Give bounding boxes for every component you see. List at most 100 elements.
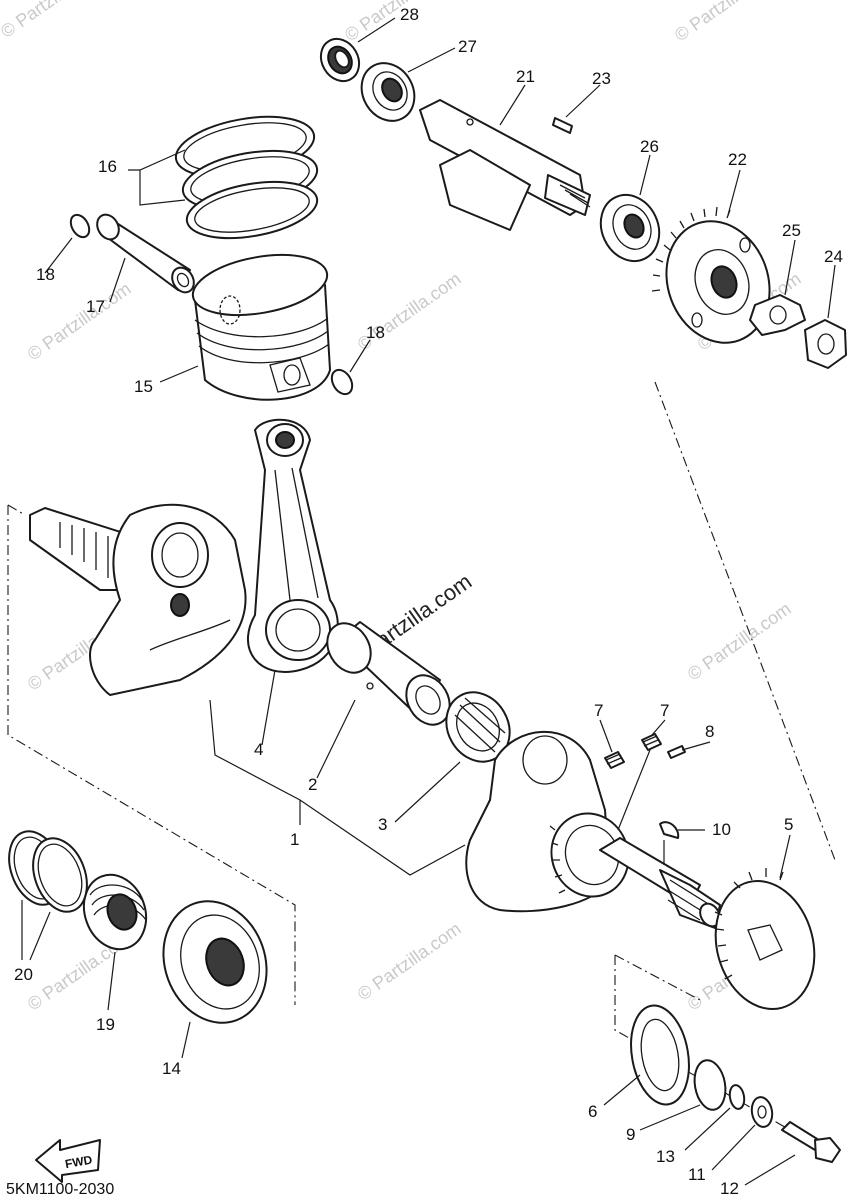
callout-5: 5	[784, 815, 793, 834]
leader-lines	[21, 17, 836, 1186]
direction-label: FWD	[64, 1153, 94, 1172]
callout-3: 3	[378, 815, 387, 834]
leader	[727, 169, 741, 216]
leader	[109, 257, 126, 303]
callout-18-b: 18	[366, 323, 385, 342]
callout-23: 23	[592, 69, 611, 88]
diagram-code: 5KM1100-2030	[6, 1181, 114, 1198]
leader	[128, 149, 186, 206]
piston-ring-set-16	[174, 115, 319, 240]
watermark: © Partzilla.com	[24, 278, 135, 364]
circlip-18	[69, 213, 91, 239]
key-23	[552, 117, 573, 134]
leader	[499, 84, 526, 126]
watermark: © Partzilla.com	[684, 598, 795, 684]
assembly-outlines	[7, 381, 836, 1131]
callout-4: 4	[254, 740, 263, 759]
leader	[663, 829, 705, 865]
pin-8	[667, 745, 686, 759]
washer-11	[750, 1096, 774, 1128]
leader	[316, 699, 356, 779]
callout-21: 21	[516, 67, 535, 86]
leader	[639, 154, 651, 196]
o-rings-20	[8, 830, 88, 913]
callout-7-b: 7	[660, 701, 669, 720]
needle-bearing-3	[445, 691, 511, 763]
leader	[744, 1154, 796, 1186]
leader	[599, 719, 613, 753]
callout-labels: 28 27 21 23 26 22 25 24 16 18 17 18 15 4…	[14, 5, 843, 1198]
bearing-14	[162, 900, 268, 1024]
leader	[44, 237, 73, 274]
callout-18-a: 18	[36, 265, 55, 284]
callout-24: 24	[824, 247, 843, 266]
leader	[21, 900, 51, 961]
crankshaft-group-outline	[7, 505, 296, 1005]
leader	[209, 699, 466, 876]
callout-13: 13	[656, 1147, 675, 1166]
leader	[684, 1107, 731, 1151]
leader	[681, 741, 711, 751]
spring-7-b	[641, 733, 662, 751]
watermark: © Partzilla.com	[341, 0, 452, 45]
callout-14: 14	[162, 1059, 181, 1078]
callout-26: 26	[640, 137, 659, 156]
callout-15: 15	[134, 377, 153, 396]
callout-8: 8	[705, 722, 714, 741]
callout-7-a: 7	[594, 701, 603, 720]
watermark: © Partzilla.com	[354, 918, 465, 1004]
watermarks: © Partzilla.com © Partzilla.com © Partzi…	[0, 0, 805, 1014]
oil-seal-28	[319, 37, 361, 83]
callout-28: 28	[400, 5, 419, 24]
watermark: © Partzilla.com	[0, 0, 108, 42]
leader	[603, 1074, 641, 1106]
leader	[711, 1124, 756, 1171]
balancer-shaft-21	[419, 99, 591, 231]
leader	[639, 1104, 701, 1131]
callout-11: 11	[688, 1165, 706, 1184]
leader	[827, 264, 836, 319]
crank-pin-2	[326, 621, 451, 726]
oil-seal-19	[82, 873, 148, 951]
callout-12: 12	[720, 1179, 739, 1198]
leader	[159, 365, 199, 383]
leader	[261, 669, 276, 746]
bearing-27	[360, 62, 416, 122]
callout-9: 9	[626, 1125, 635, 1144]
gear-5	[714, 868, 816, 1011]
circlip-18-b	[330, 368, 354, 396]
crankshaft-right-1	[465, 730, 721, 929]
leader	[394, 761, 461, 823]
leader	[407, 47, 456, 73]
piston-15	[191, 254, 331, 401]
callout-25: 25	[782, 221, 801, 240]
leader	[107, 951, 116, 1011]
leader	[181, 1021, 191, 1059]
callout-20: 20	[14, 965, 33, 984]
lock-washer-25	[749, 294, 806, 336]
callout-2: 2	[308, 775, 317, 794]
fwd-arrow-icon: FWD	[35, 1139, 101, 1183]
outline-segment	[7, 504, 26, 516]
leader	[349, 339, 371, 373]
callout-1: 1	[290, 830, 299, 849]
leader	[357, 17, 396, 43]
callout-17: 17	[86, 297, 105, 316]
watermark: © Partzilla.com	[671, 0, 782, 45]
crankshaft-left-1	[29, 503, 247, 696]
outline-segment	[614, 954, 701, 1001]
plate-6	[630, 1004, 690, 1106]
callout-6: 6	[588, 1102, 597, 1121]
leader	[565, 84, 601, 118]
leader	[779, 834, 791, 879]
balancer-driven-gear-22	[651, 206, 771, 344]
washer-13	[728, 1084, 746, 1110]
bearing-26	[599, 193, 661, 263]
leader	[617, 719, 666, 831]
piston-pin-17	[96, 213, 195, 294]
callout-19: 19	[96, 1015, 115, 1034]
callout-16: 16	[98, 157, 117, 176]
circlip-9	[693, 1059, 727, 1111]
woodruff-key-10	[659, 821, 680, 839]
